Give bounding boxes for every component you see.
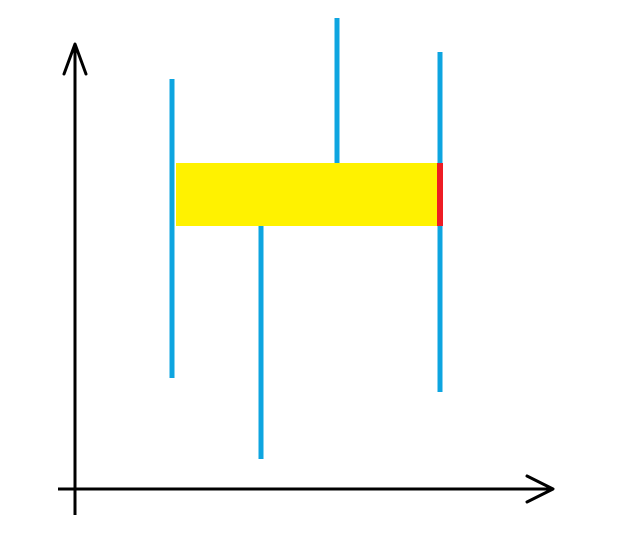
- vertical-lines: [169, 18, 443, 459]
- x-axis-arrowhead: [525, 474, 555, 504]
- axes: [58, 42, 555, 515]
- yellow-band: [176, 163, 438, 226]
- y-axis-arrowhead: [62, 42, 88, 76]
- red-edge-marker: [437, 163, 443, 226]
- highlight-band: [176, 163, 443, 226]
